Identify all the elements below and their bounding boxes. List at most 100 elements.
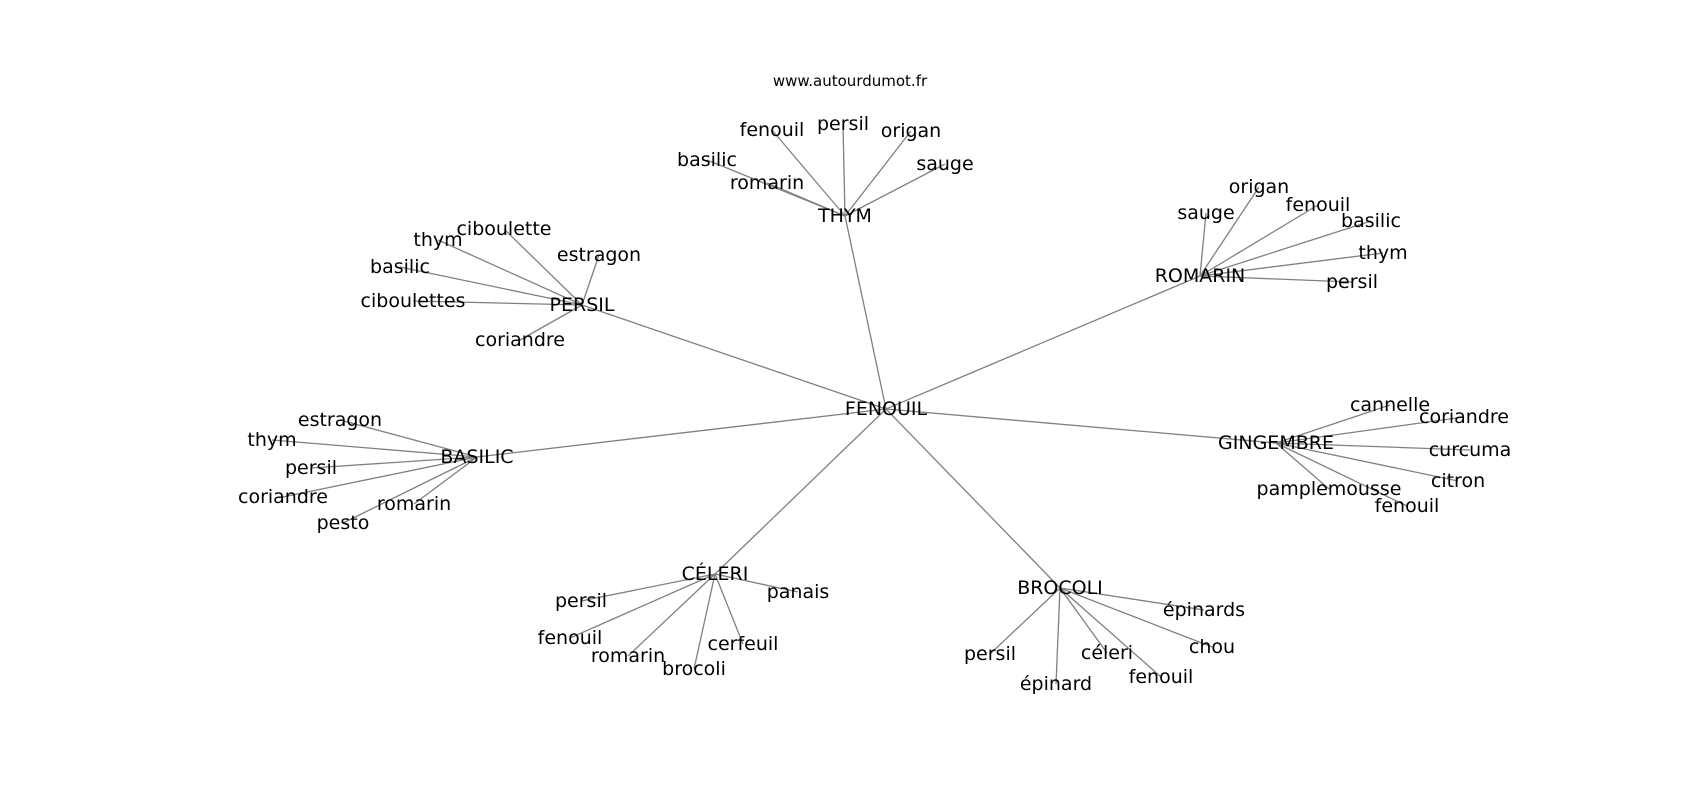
edge-center-to-hub <box>885 408 1061 589</box>
leaf-node-label: basilic <box>1341 210 1401 232</box>
leaf-node-label: cerfeuil <box>708 633 779 655</box>
edge-hub-to-leaf <box>766 182 846 217</box>
edge-hub-to-leaf <box>1199 212 1207 277</box>
edge-hub-to-leaf <box>437 239 583 306</box>
edge-hub-to-leaf <box>714 573 799 593</box>
edge-center-to-hub <box>581 304 887 410</box>
leaf-node-label: origan <box>881 120 941 142</box>
edge-hub-to-leaf <box>581 254 600 306</box>
edge-hub-to-leaf <box>714 573 744 645</box>
leaf-node-label: ciboulette <box>456 218 551 240</box>
edge-hub-to-leaf <box>282 456 478 498</box>
leaf-node-label: fenouil <box>1286 194 1351 216</box>
hub-node-label: BROCOLI <box>1017 577 1103 599</box>
leaf-node-label: chou <box>1189 636 1235 658</box>
leaf-node-label: estragon <box>298 409 382 431</box>
leaf-node-label: thym <box>413 229 462 251</box>
edge-hub-to-leaf <box>989 587 1061 655</box>
edge-hub-to-leaf <box>342 456 478 524</box>
edge-hub-to-leaf <box>1275 442 1471 451</box>
leaf-node-label: épinard <box>1020 673 1092 695</box>
hub-node-label: GINGEMBRE <box>1218 432 1334 454</box>
edge-hub-to-leaf <box>1059 587 1213 648</box>
leaf-node-label: persil <box>817 113 869 135</box>
hub-node-label: THYM <box>817 205 872 227</box>
leaf-node-label: pesto <box>317 512 370 534</box>
edge-hub-to-leaf <box>771 129 846 217</box>
edge-hub-to-leaf <box>1275 442 1459 482</box>
leaf-node-label: curcuma <box>1429 439 1512 461</box>
edge-hub-to-leaf <box>1059 587 1162 678</box>
edge-hub-to-leaf <box>1055 587 1061 685</box>
edge-hub-to-leaf <box>842 123 846 217</box>
leaf-node-label: romarin <box>591 645 665 667</box>
hub-node-label: ROMARIN <box>1155 265 1246 287</box>
leaf-node-label: céleri <box>1081 642 1133 664</box>
edge-hub-to-leaf <box>399 266 583 306</box>
edge-hub-to-leaf <box>1059 587 1205 611</box>
leaf-node-label: coriandre <box>238 486 328 508</box>
leaf-node-label: coriandre <box>475 329 565 351</box>
leaf-node-label: pamplemousse <box>1257 478 1402 500</box>
leaf-node-label: épinards <box>1163 599 1245 621</box>
edge-hub-to-leaf <box>503 228 583 306</box>
hub-node-label: CÉLERI <box>682 562 749 585</box>
leaf-node-label: persil <box>1326 271 1378 293</box>
edge-hub-to-leaf <box>412 300 583 306</box>
edge-hub-to-leaf <box>413 456 478 505</box>
leaf-node-label: romarin <box>377 493 451 515</box>
leaf-node-label: fenouil <box>538 627 603 649</box>
edge-hub-to-leaf <box>693 573 716 670</box>
edge-hub-to-leaf <box>844 130 912 217</box>
leaf-node-label: persil <box>555 590 607 612</box>
hub-node-label: PERSIL <box>550 294 615 316</box>
center-node-label: FENOUIL <box>845 398 928 420</box>
edge-hub-to-leaf <box>569 573 716 639</box>
leaf-node-label: origan <box>1229 176 1289 198</box>
leaf-node-label: persil <box>964 643 1016 665</box>
edge-hub-to-leaf <box>1059 587 1108 654</box>
edge-hub-to-leaf <box>519 304 583 341</box>
edge-hub-to-leaf <box>1199 275 1353 283</box>
leaf-node-label: persil <box>285 457 337 479</box>
edge-center-to-hub <box>885 275 1201 410</box>
edge-hub-to-leaf <box>1199 186 1260 277</box>
leaf-node-label: thym <box>1358 242 1407 264</box>
edge-hub-to-leaf <box>1275 442 1330 490</box>
edge-center-to-hub <box>714 408 887 575</box>
leaf-node-label: basilic <box>677 149 737 171</box>
leaf-node-label: thym <box>247 429 296 451</box>
leaf-node-label: ciboulettes <box>361 290 466 312</box>
edge-hub-to-leaf <box>627 573 716 657</box>
leaf-node-label: brocoli <box>662 658 726 680</box>
leaf-node-label: estragon <box>557 244 641 266</box>
edge-hub-to-leaf <box>1275 442 1408 507</box>
leaf-node-label: coriandre <box>1419 406 1509 428</box>
leaf-node-label: sauge <box>1177 202 1234 224</box>
source-credit: www.autourdumot.fr <box>772 72 928 90</box>
edge-hub-to-leaf <box>1199 220 1372 277</box>
edge-hub-to-leaf <box>844 163 946 217</box>
edge-hub-to-leaf <box>1275 404 1391 444</box>
leaf-node-label: fenouil <box>740 119 805 141</box>
leaf-node-label: romarin <box>730 172 804 194</box>
leaf-node-label: fenouil <box>1375 495 1440 517</box>
edge-hub-to-leaf <box>339 419 478 458</box>
edge-hub-to-leaf <box>271 439 478 458</box>
leaf-node-label: sauge <box>916 153 973 175</box>
leaf-node-label: panais <box>767 581 830 603</box>
edge-center-to-hub <box>844 215 887 410</box>
leaf-node-label: basilic <box>370 256 430 278</box>
edge-center-to-hub <box>476 408 887 458</box>
leaf-node-label: fenouil <box>1129 666 1194 688</box>
edge-hub-to-leaf <box>580 573 716 602</box>
edge-center-to-hub <box>885 408 1277 444</box>
hub-node-label: BASILIC <box>440 446 513 468</box>
edge-hub-to-leaf <box>310 456 478 469</box>
edge-hub-to-leaf <box>1275 416 1465 444</box>
leaf-node-label: cannelle <box>1350 394 1430 416</box>
edge-hub-to-leaf <box>1199 204 1319 277</box>
edge-hub-to-leaf <box>1199 252 1384 277</box>
leaf-node-label: citron <box>1431 470 1485 492</box>
